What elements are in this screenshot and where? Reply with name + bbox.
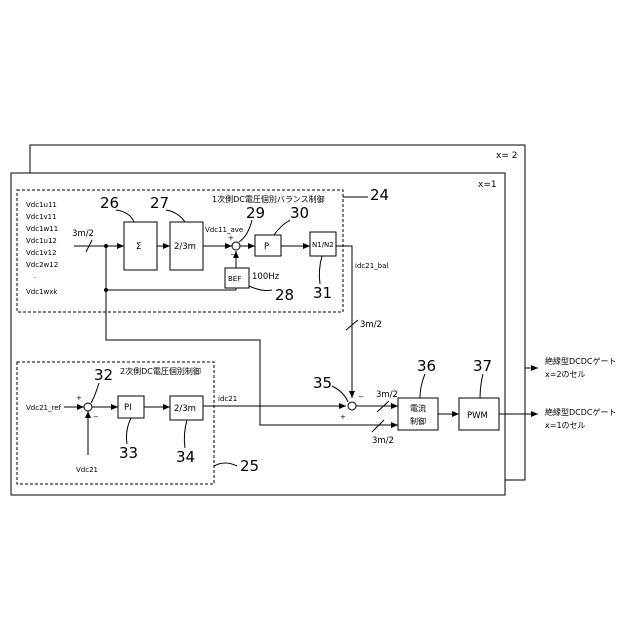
frame-x1-label: x=1 — [478, 180, 497, 190]
sum35-minus: − — [358, 393, 364, 401]
output-x1-line2: x=1のセル — [545, 421, 586, 430]
pi-ref: 33 — [119, 444, 138, 462]
input-vdc1u12: Vdc1u12 — [26, 237, 57, 245]
output-x1-line1: 絶縁型DCDCゲート — [545, 407, 617, 417]
block-23m-a-ref: 27 — [150, 194, 169, 212]
group25-title: 2次側DC電圧個別制御 — [120, 366, 201, 376]
sum35-node — [348, 402, 356, 410]
vdc11-ave-label: Vdc11_ave — [205, 226, 243, 234]
input-vdc1v12: Vdc1v12 — [26, 249, 57, 257]
vdc21-ref-label: Vdc21_ref — [26, 404, 62, 412]
current-ctrl-line1: 電流 — [410, 403, 426, 413]
sum29-ref: 29 — [246, 204, 265, 222]
idc21-label: idc21 — [218, 395, 237, 403]
p-ref: 30 — [290, 204, 309, 222]
bus-3m2-b-label: 3m/2 — [360, 320, 382, 330]
sum35-plus: + — [340, 413, 346, 421]
idc21-bal-label: idc21_bal — [355, 262, 388, 270]
sum32-minus: − — [93, 413, 99, 421]
bef-label: BEF — [228, 275, 241, 283]
sigma-label: Σ — [136, 242, 141, 252]
sum32-node — [84, 403, 92, 411]
pwm-ref: 37 — [473, 357, 492, 375]
bus-label: 3m/2 — [72, 229, 94, 239]
vdc21-label: Vdc21 — [76, 466, 98, 474]
sum29-node — [232, 242, 240, 250]
output-x2-line1: 絶縁型DCDCゲート — [545, 356, 617, 366]
group25-ref: 25 — [240, 457, 259, 475]
input-ellipsis: · — [34, 274, 36, 282]
group24-ref: 24 — [370, 186, 389, 204]
sum32-plus: + — [76, 394, 82, 402]
input-vdc1wxk: Vdc1wxk — [26, 288, 58, 296]
pwm-label: PWM — [467, 411, 488, 421]
bef-freq: 100Hz — [252, 272, 280, 282]
input-vdc2w12: Vdc2w12 — [26, 261, 58, 269]
n1n2-label: N1/N2 — [312, 241, 334, 249]
block-23m-b-label: 2/3m — [174, 404, 196, 414]
sigma-ref: 26 — [100, 194, 119, 212]
input-vdc1w11: Vdc1w11 — [26, 225, 58, 233]
current-ctrl-line2: 制御 — [410, 416, 426, 426]
sum29-minus: − — [230, 251, 236, 259]
block-23m-a-label: 2/3m — [174, 242, 196, 252]
bus-3m2-a-label: 3m/2 — [376, 390, 398, 400]
output-x2-line2: x=2のセル — [545, 370, 586, 379]
block-23m-b-ref: 34 — [176, 448, 195, 466]
bef-ref: 28 — [275, 286, 294, 304]
pi-label: PI — [124, 403, 132, 413]
p-label: P — [264, 242, 269, 252]
current-ctrl-ref: 36 — [417, 357, 436, 375]
input-vdc1v11: Vdc1v11 — [26, 213, 57, 221]
sum32-ref: 32 — [94, 366, 113, 384]
input-vdc1u11: Vdc1u11 — [26, 201, 57, 209]
sum29-plus: + — [228, 234, 234, 242]
frame-x2-label: x= 2 — [496, 151, 517, 161]
sum35-ref: 35 — [313, 374, 332, 392]
bus-3m2-c-label: 3m/2 — [372, 436, 394, 446]
n1n2-ref: 31 — [313, 284, 332, 302]
group24-title: 1次側DC電圧個別バランス制御 — [212, 194, 325, 204]
